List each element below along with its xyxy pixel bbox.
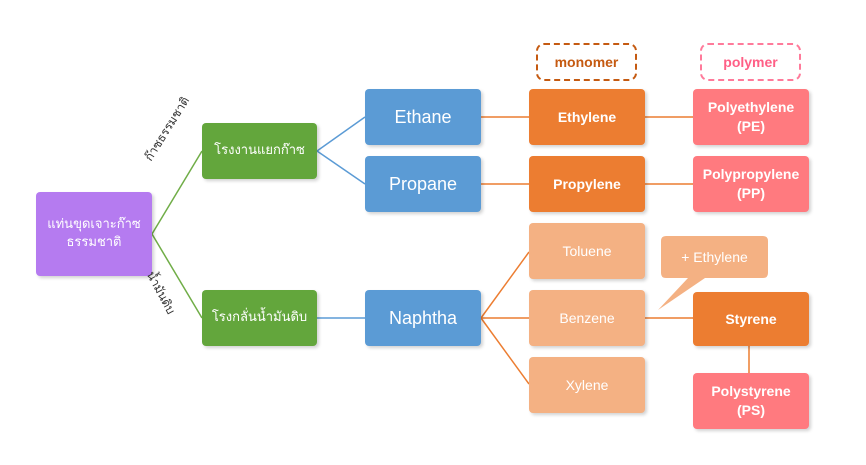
ethylene-label: Ethylene [557,108,617,125]
propylene-label: Propylene [553,175,621,192]
ethylene-node: Ethylene [529,89,645,145]
polypropylene-name: Polypropylene [702,166,800,183]
gas-separation-plant-label: โรงงานแยกก๊าซ [214,143,305,159]
toluene-label: Toluene [562,242,612,259]
propane-label: Propane [388,173,458,194]
polyethylene-node: Polyethylene (PE) [693,89,809,145]
polyethylene-abbr: (PE) [737,118,765,134]
xylene-label: Xylene [565,376,609,393]
polymer-header-label: polymer [723,54,778,70]
connector-gas-propane [316,150,366,185]
ethylene-callout-label: + Ethylene [681,249,748,265]
callout-bubble [658,236,768,310]
styrene-node: Styrene [693,292,809,346]
connector-naphtha-xylene [480,317,530,385]
gas-rig-label: แท่นขุดเจาะก๊าซ ธรรมชาติ [47,217,141,250]
propylene-node: Propylene [529,156,645,212]
propane-node: Propane [365,156,481,212]
polypropylene-abbr: (PP) [737,185,765,201]
oil-refinery-label: โรงกลั่นน้ำมันดิบ [211,310,308,326]
connector-root-oil [151,233,203,319]
connector-naphtha-toluene [480,251,530,319]
toluene-node: Toluene [529,223,645,279]
polystyrene-abbr: (PS) [737,402,765,418]
ethane-node: Ethane [365,89,481,145]
benzene-node: Benzene [529,290,645,346]
monomer-header-label: monomer [554,54,619,70]
gas-separation-plant-node: โรงงานแยกก๊าซ [202,123,317,179]
xylene-node: Xylene [529,357,645,413]
polypropylene-node: Polypropylene (PP) [693,156,809,212]
oil-refinery-node: โรงกลั่นน้ำมันดิบ [202,290,317,346]
benzene-label: Benzene [559,309,615,326]
monomer-header: monomer [536,43,637,81]
polystyrene-node: Polystyrene (PS) [693,373,809,429]
naphtha-node: Naphtha [365,290,481,346]
polymer-header: polymer [700,43,801,81]
gas-rig-node: แท่นขุดเจาะก๊าซ ธรรมชาติ [36,192,152,276]
polyethylene-name: Polyethylene [707,99,795,116]
polystyrene-name: Polystyrene [711,383,791,400]
connector-gas-ethane [316,116,366,152]
connector-root-gas [151,150,203,235]
ethane-label: Ethane [394,106,452,127]
styrene-label: Styrene [725,310,777,327]
naphtha-label: Naphtha [388,307,458,328]
